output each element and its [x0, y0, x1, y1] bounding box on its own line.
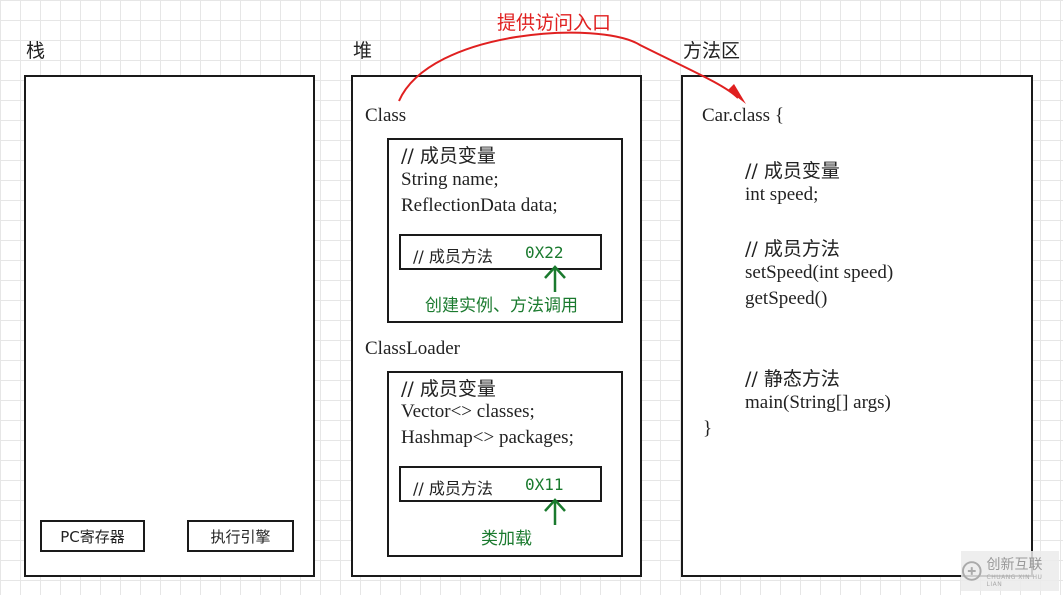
heap-box: Class // 成员变量 String name; ReflectionDat… — [351, 75, 642, 577]
car-method-comment: // 成员方法 — [745, 238, 840, 260]
class-method-address: 0X22 — [525, 243, 564, 262]
classloader-method-comment: // 成员方法 — [413, 479, 493, 498]
car-method: getSpeed() — [745, 288, 828, 309]
class-method-box: // 成员方法 0X22 — [399, 234, 602, 270]
classloader-label: ClassLoader — [365, 338, 460, 359]
class-object-box: // 成员变量 String name; ReflectionData data… — [387, 138, 623, 323]
method-area-box: Car.class { // 成员变量 int speed; // 成员方法 s… — [681, 75, 1033, 577]
car-class-header: Car.class { — [702, 105, 784, 126]
classloader-method-address: 0X11 — [525, 475, 564, 494]
car-static-comment: // 静态方法 — [745, 368, 840, 390]
car-member-var-comment: // 成员变量 — [745, 160, 840, 182]
watermark: 创新互联 CHUANG XIN HU LIAN — [961, 551, 1059, 591]
heap-title: 堆 — [353, 40, 373, 62]
class-method-note: 创建实例、方法调用 — [425, 296, 578, 316]
pc-register: PC寄存器 — [40, 520, 145, 552]
car-class-close: } — [703, 418, 713, 439]
class-field: ReflectionData data; — [401, 195, 558, 216]
watermark-text: 创新互联 — [986, 557, 1043, 573]
car-member-var: int speed; — [745, 184, 819, 205]
car-method: setSpeed(int speed) — [745, 262, 894, 283]
watermark-logo-icon — [961, 561, 982, 581]
class-member-var-comment: // 成员变量 — [401, 145, 496, 167]
car-static-method: main(String[] args) — [745, 392, 891, 413]
class-method-comment: // 成员方法 — [413, 247, 493, 266]
classloader-object-box: // 成员变量 Vector<> classes; Hashmap<> pack… — [387, 371, 623, 557]
classloader-field: Vector<> classes; — [401, 401, 535, 422]
classloader-field: Hashmap<> packages; — [401, 427, 574, 448]
class-label: Class — [365, 105, 407, 126]
pc-register-label: PC寄存器 — [60, 527, 125, 546]
method-area-title: 方法区 — [683, 40, 741, 62]
watermark-sub: CHUANG XIN HU LIAN — [986, 574, 1043, 588]
exec-engine: 执行引擎 — [187, 520, 294, 552]
classloader-method-note: 类加载 — [481, 529, 532, 549]
stack-title: 栈 — [26, 40, 46, 62]
classloader-member-var-comment: // 成员变量 — [401, 378, 496, 400]
access-entry-label: 提供访问入口 — [497, 12, 612, 34]
classloader-method-box: // 成员方法 0X11 — [399, 466, 602, 502]
exec-engine-label: 执行引擎 — [210, 527, 271, 546]
class-field: String name; — [401, 169, 499, 190]
stack-box: PC寄存器 执行引擎 — [24, 75, 315, 577]
